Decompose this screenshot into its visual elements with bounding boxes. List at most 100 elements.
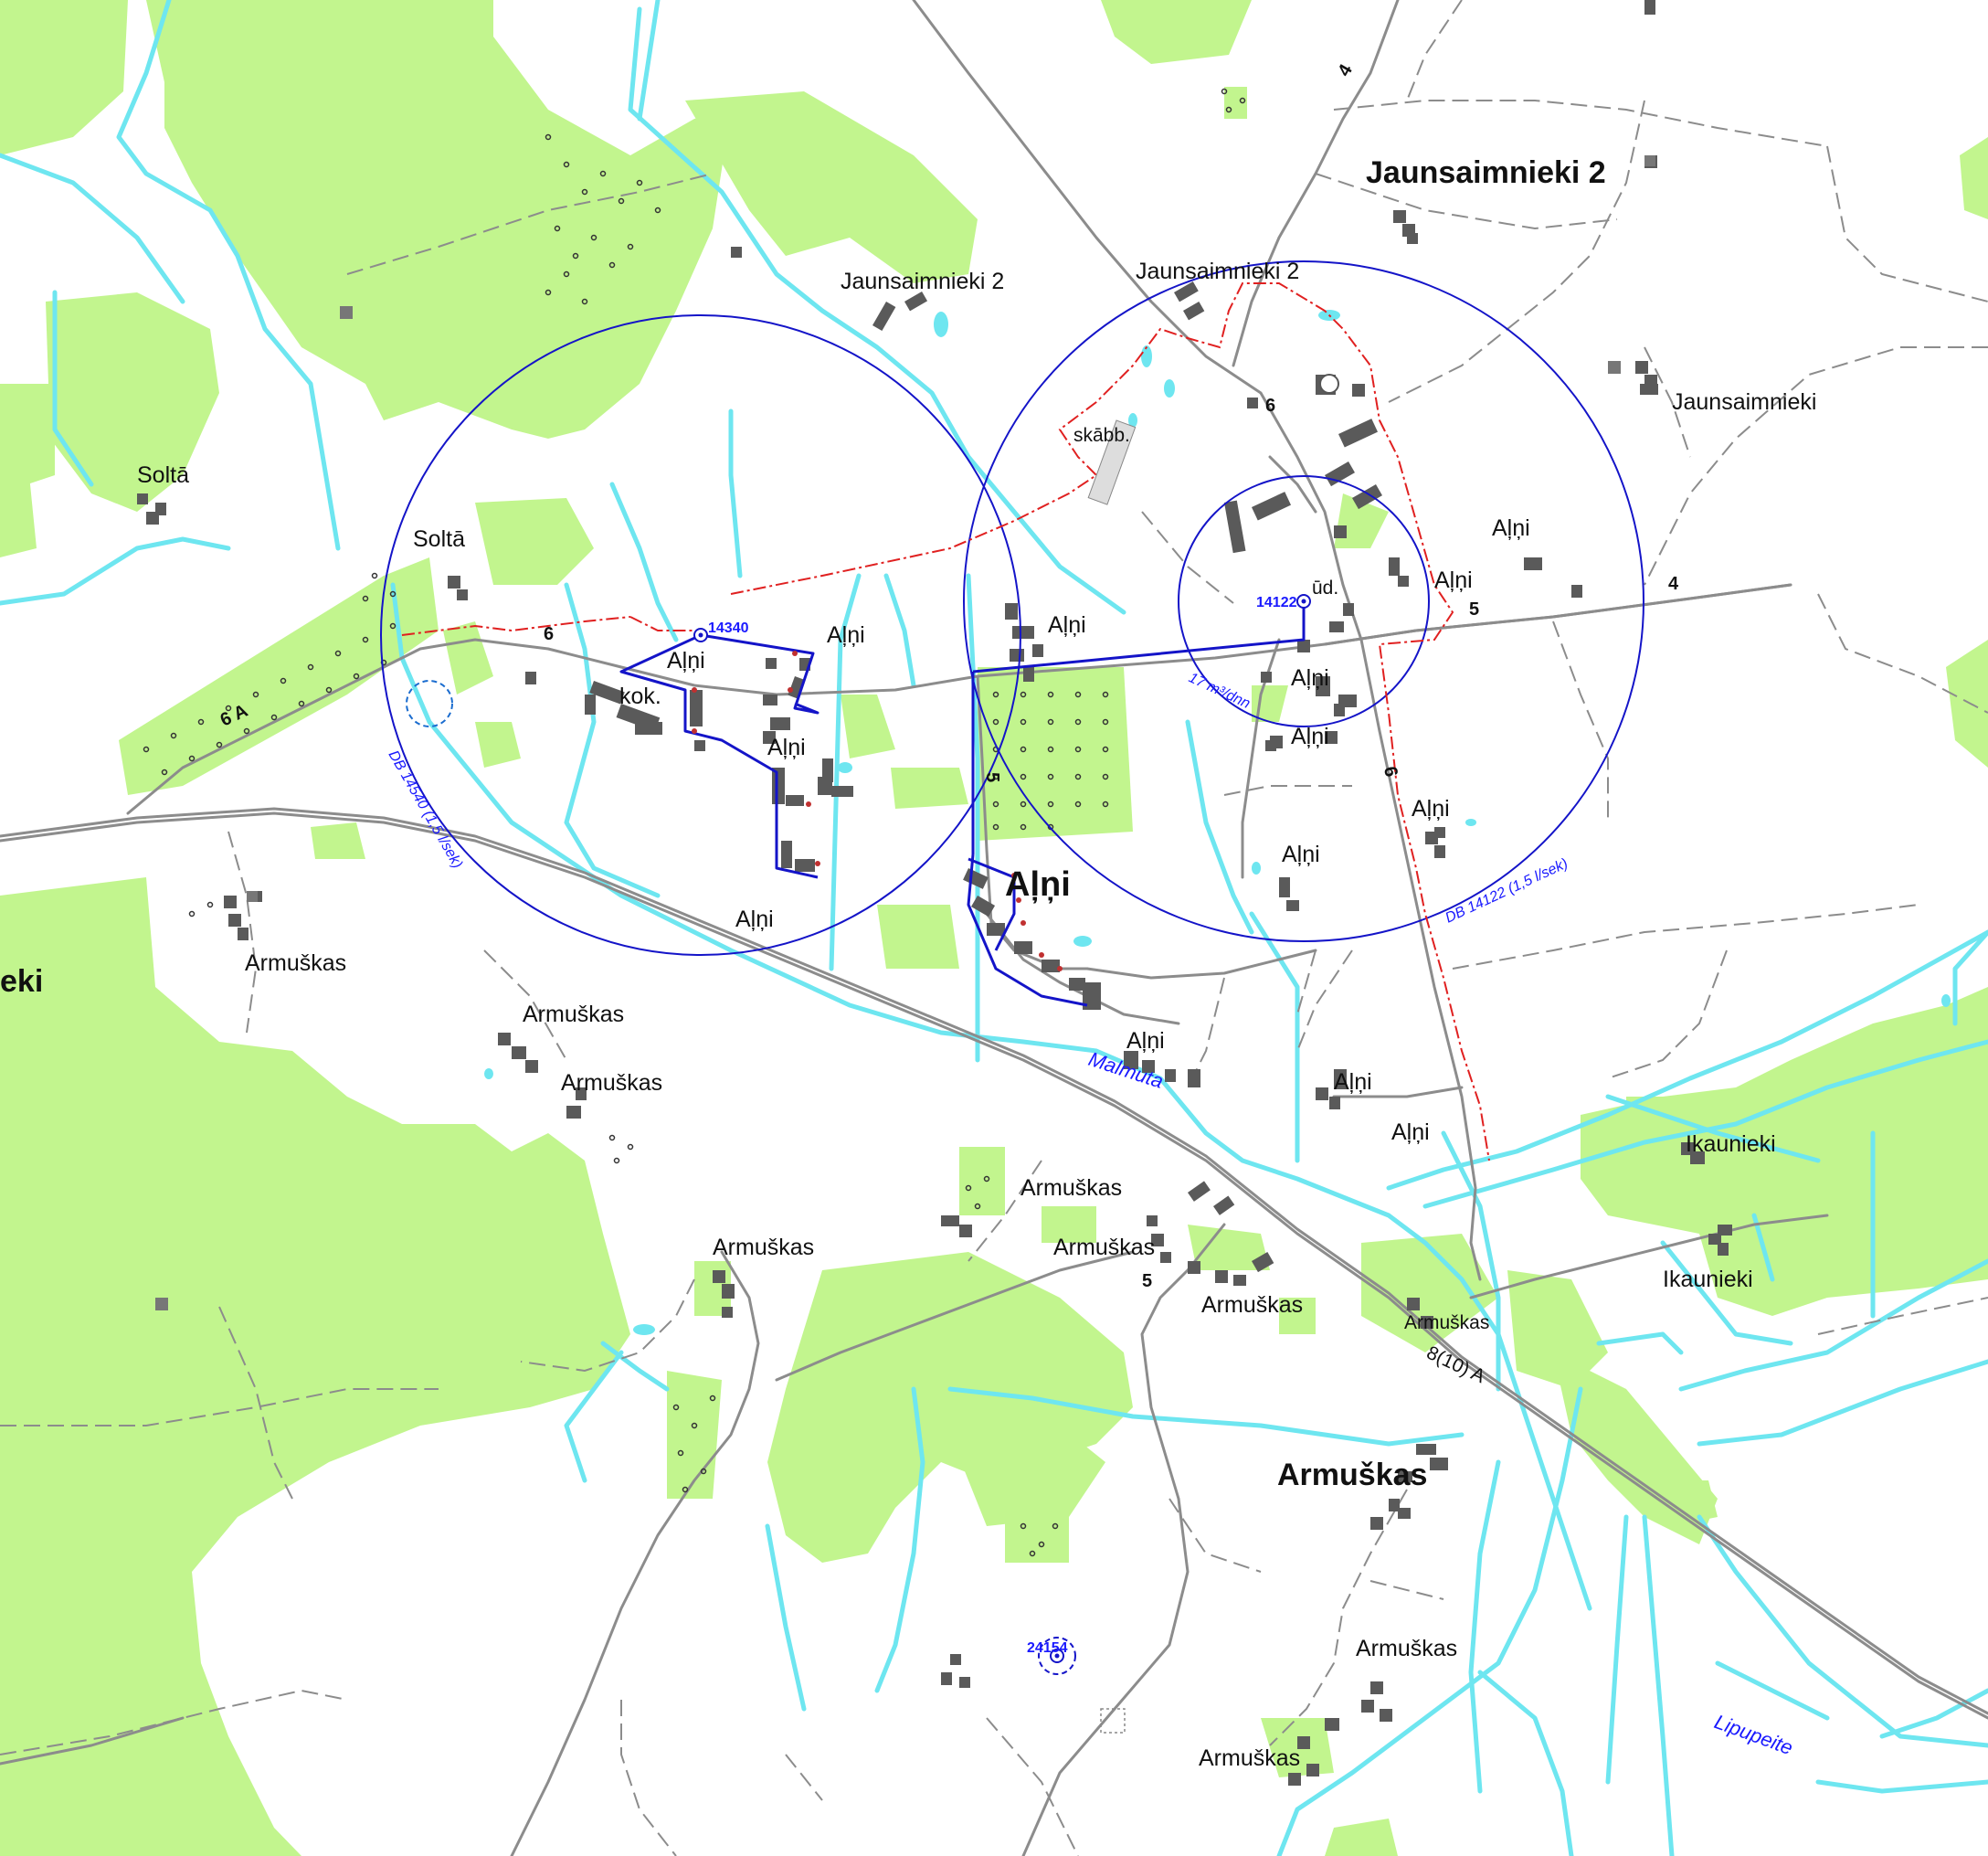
boundary-line [730,282,1490,1161]
label-armuskas-2: Armuškas [523,1002,624,1027]
road-6-north [912,0,1482,1281]
label-alni-8: Aļņi [1434,567,1473,593]
ditch [1477,1670,1574,1856]
zone-db14122-outer [963,260,1644,942]
label-armuskas-8: Armuškas [1404,1312,1489,1333]
forest-area [311,822,365,859]
pond [1941,994,1951,1007]
ditch [564,582,661,898]
track [1296,949,1353,1052]
ditch [1422,1039,1988,1209]
ditch [1441,1130,1501,1392]
label-alni-1: Aļņi [667,648,705,673]
forest-area [1325,1819,1398,1856]
label-alni-10: Aļņi [1412,796,1450,822]
track [1168,1498,1262,1573]
ditch [1751,1213,1775,1282]
forest-area [1101,0,1252,64]
orchard-top [545,133,661,305]
label-armuskas-6: Armuškas [713,1235,814,1260]
label-alni-14: Aļņi [1391,1119,1430,1145]
forest-area [1279,1298,1316,1334]
label-kok: kok. [619,684,661,709]
forest-area [0,0,128,155]
ditch [1468,1459,1501,1794]
ditch [1596,1331,1684,1355]
road-number-5-b: 5 [1469,599,1479,620]
road [976,674,993,925]
forest-area [841,695,895,758]
pipelines [619,601,1306,1007]
ditch [1249,911,1300,1163]
well-markers [693,594,1311,1663]
track [346,173,714,275]
forest-area [891,768,968,809]
pond [1141,345,1152,367]
orchard-center [992,691,1109,831]
ditch [628,6,1126,615]
pond [633,1324,655,1335]
ditch [829,573,862,971]
well-label-14340: 14340 [708,620,749,636]
ditch [1642,1514,1675,1856]
road [1469,1214,1829,1299]
forest-area [1946,640,1988,768]
label-jaunsaimnieki: Jaunsaimnieki [1672,389,1816,415]
orchard-dots [143,88,1246,1557]
ditch [0,153,185,304]
ruin-icon [1644,155,1655,166]
track [968,1160,1042,1262]
track [1269,1489,1408,1746]
label-alni-7: Aļņi [1291,724,1329,749]
dotted-box [1100,1708,1126,1734]
ruin-icon [340,306,353,319]
track [0,1689,348,1755]
road [1268,455,1317,514]
ditch [609,482,679,642]
place-label-armuskas-main: Armuškas [1277,1458,1427,1492]
label-jaunsaimnieki-2-a: Jaunsaimnieki 2 [841,269,1004,294]
ditch [947,1386,1465,1447]
road-number-5-c: 5 [1142,1271,1152,1291]
orchard-bottom [188,88,1246,1557]
track [1141,511,1234,604]
forest-area [1960,137,1988,219]
track [1315,173,1618,230]
orchard-diagonal [143,572,397,776]
label-skabb: skābb. [1073,425,1130,446]
ditch [1815,1779,1988,1794]
road-number-6-a: 6 [544,624,554,644]
place-label-jaunsaimnieki-2-main: Jaunsaimnieki 2 [1366,155,1606,190]
ditch [1660,1240,1793,1346]
ditch [1605,1094,1821,1163]
road-number-6-c: 6 [1380,765,1401,779]
forest-area [1188,1225,1270,1270]
label-ikaunieki-1: Ikaunieki [1686,1131,1776,1157]
forest-area [0,621,164,722]
ditch [637,0,661,122]
orchard-area [978,667,1133,841]
place-label-eki-partial: eki [0,964,43,999]
track [1388,100,1645,403]
pipeline [972,601,1306,673]
pipeline [968,857,1016,951]
road [1332,1086,1464,1098]
pond [1252,862,1261,875]
pond [484,1068,493,1079]
ditch [1276,1386,1583,1856]
ditch [874,1386,925,1693]
track [620,1700,677,1856]
zone-small [406,680,453,727]
skabb-structure [1087,419,1137,505]
track [218,1306,293,1500]
ditch [600,1341,670,1392]
forest-area [1507,1270,1608,1389]
road [510,1250,760,1856]
ruin-icon [1608,361,1621,374]
ditch [1697,1359,1988,1447]
pond [1128,413,1137,428]
zone-db14122-inner [1178,475,1430,727]
